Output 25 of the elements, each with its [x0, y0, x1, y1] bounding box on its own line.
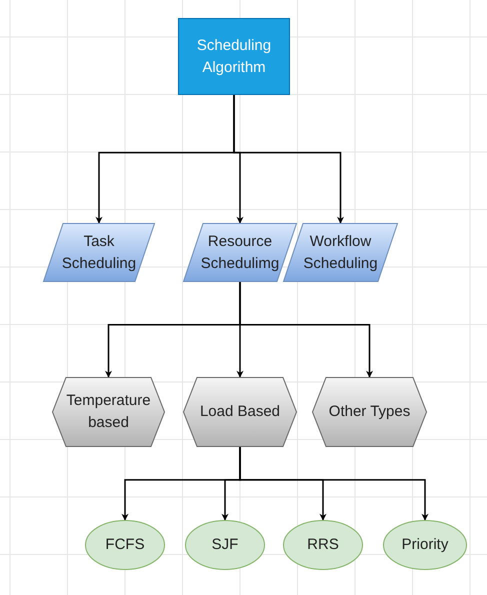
connector-arrow	[233, 95, 344, 224]
node-label: Other Types	[328, 402, 410, 422]
node-label: Task Scheduling	[60, 232, 138, 274]
data-parallelogram	[43, 223, 155, 282]
terminal-ellipse	[185, 520, 265, 570]
node-label: SJF	[212, 535, 238, 555]
connector-arrow	[239, 447, 428, 521]
node-label: Workflow Scheduling	[302, 232, 379, 274]
terminal-ellipse	[283, 520, 363, 570]
terminal-ellipse	[383, 520, 467, 570]
process-box	[178, 18, 290, 95]
preparation-hexagon	[312, 377, 427, 447]
preparation-hexagon	[52, 377, 165, 447]
node-label: Load Based	[200, 402, 280, 422]
node-label: Scheduling Algorithm	[196, 36, 272, 78]
node-label: Temperature based	[65, 391, 152, 433]
node-label: Priority	[402, 535, 448, 555]
data-parallelogram	[283, 223, 398, 282]
terminal-ellipse	[85, 520, 165, 570]
connector-arrow	[239, 282, 373, 378]
data-parallelogram	[183, 223, 297, 282]
node-label: RRS	[307, 535, 339, 555]
node-label: Resource Schedulimg	[200, 232, 280, 274]
node-label: FCFS	[105, 535, 145, 555]
preparation-hexagon	[183, 377, 297, 447]
